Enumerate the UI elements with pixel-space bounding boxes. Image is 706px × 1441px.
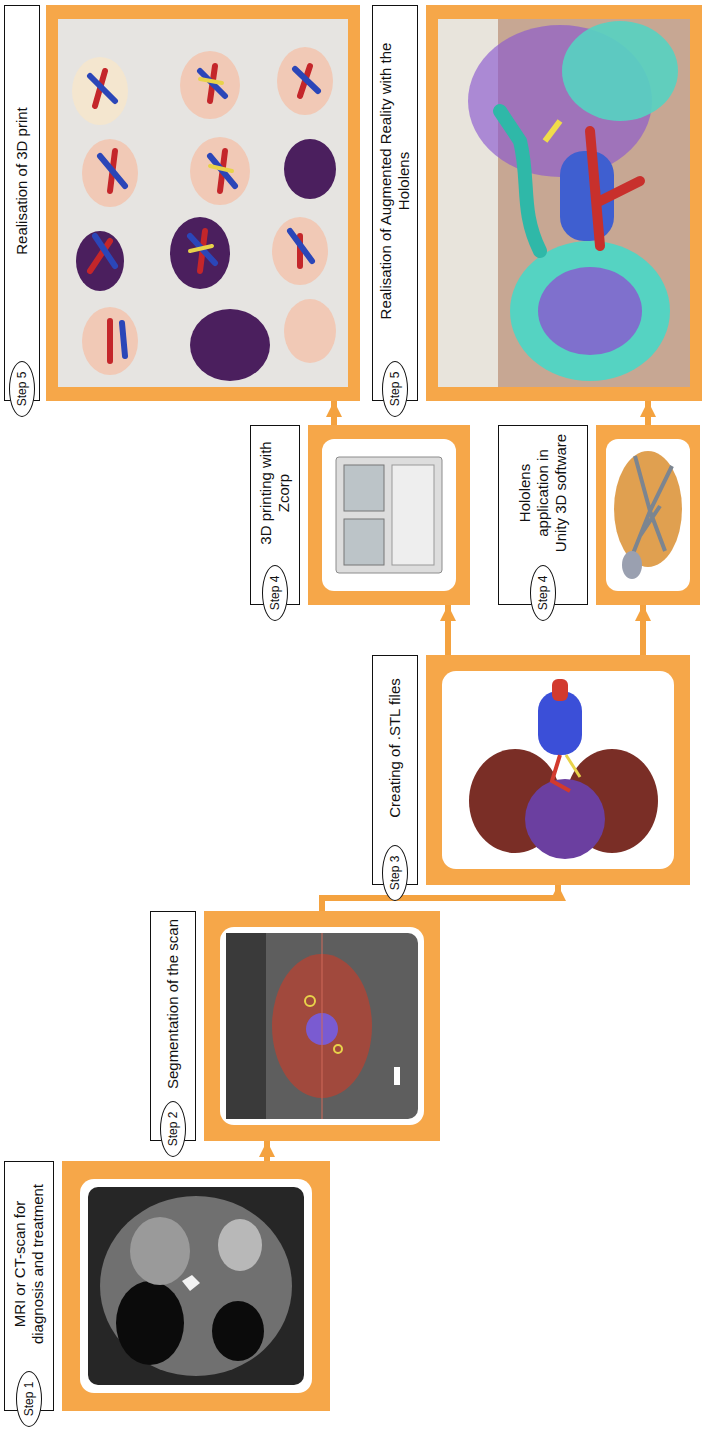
printer-window xyxy=(344,519,384,565)
artery-print xyxy=(90,71,115,361)
panel-ground xyxy=(204,911,440,1141)
step-number: Step 5 xyxy=(15,372,29,407)
panel-ground xyxy=(426,655,690,885)
panel-ground xyxy=(62,1161,330,1411)
stl-panel xyxy=(426,655,690,885)
process-step: MRI or CT-scan for diagnosis and treatme… xyxy=(4,1161,330,1411)
vessel-mark xyxy=(305,996,315,1006)
panel-ground xyxy=(46,5,360,401)
vessel-render xyxy=(630,456,672,561)
image-frame xyxy=(606,439,690,591)
artery-model xyxy=(552,755,570,791)
step-title: 3D printing with Zcorp xyxy=(257,432,293,554)
step-number: Step 5 xyxy=(388,372,402,407)
step-header: Realisation of 3D print xyxy=(4,5,40,401)
crosshair xyxy=(322,933,323,1119)
organ xyxy=(130,1217,190,1285)
ureter-hologram xyxy=(545,121,560,141)
prints-photo-panel xyxy=(46,5,360,401)
vein-print xyxy=(190,69,318,263)
step-title: Creating of .STL files xyxy=(386,678,404,818)
body-section xyxy=(100,1196,292,1376)
image-frame xyxy=(220,927,424,1125)
kidney-prints xyxy=(72,47,336,381)
step-title: Segmentation of the scan xyxy=(164,919,182,1089)
process-step: Creating of .STL filesStep 3 xyxy=(372,655,690,885)
image-frame xyxy=(322,439,456,591)
kidney xyxy=(218,1219,262,1271)
printer-panel xyxy=(308,425,470,605)
step-number: Step 4 xyxy=(268,576,282,611)
kidney-print xyxy=(284,299,336,363)
vertebra xyxy=(182,1275,200,1291)
flow-arrow xyxy=(445,605,451,655)
process-step: Realisation of 3D printStep 5 xyxy=(4,5,360,401)
step-title: Realisation of Augmented Reality with th… xyxy=(377,12,413,350)
step-number: Step 1 xyxy=(22,1382,36,1417)
ureter-model xyxy=(566,755,580,777)
flow-arrow xyxy=(645,401,651,425)
step-badge: Step 5 xyxy=(382,361,408,417)
tumour-hologram xyxy=(538,267,642,355)
process-step: 3D printing with ZcorpStep 4 xyxy=(250,425,470,605)
printer-window xyxy=(344,465,384,511)
ar-photo-panel xyxy=(426,5,702,401)
printer-base xyxy=(392,465,434,565)
flow-arrow xyxy=(264,1141,270,1161)
vessel-mark xyxy=(334,1045,342,1053)
kidney-print xyxy=(284,139,336,199)
scan-image xyxy=(226,933,418,1119)
photo-ground xyxy=(438,19,690,387)
kidney-print xyxy=(190,309,270,381)
step-title: Hololens application in Unity 3D softwar… xyxy=(516,432,570,554)
tumour-render xyxy=(622,551,642,579)
step-number: Step 4 xyxy=(536,576,550,611)
step-badge: Step 2 xyxy=(160,1101,186,1157)
tumour-model xyxy=(525,779,605,859)
artery-hologram xyxy=(590,131,640,246)
step-number: Step 2 xyxy=(166,1112,180,1147)
unity-panel xyxy=(596,425,700,605)
process-step: Realisation of Augmented Reality with th… xyxy=(372,5,702,401)
step-badge: Step 3 xyxy=(382,845,408,901)
scan-image xyxy=(88,1187,304,1385)
kidney-hologram xyxy=(562,21,678,121)
ureter-print xyxy=(190,79,232,251)
vessel-hologram xyxy=(500,111,540,251)
bowel-gas xyxy=(212,1301,264,1361)
kidney-hologram xyxy=(510,241,670,381)
kidney-render xyxy=(614,451,682,567)
ct-scan-panel xyxy=(62,1161,330,1411)
step-badge: Step 5 xyxy=(9,361,35,417)
scan-dark-area xyxy=(226,933,266,1119)
artery-model xyxy=(552,679,568,701)
step-number: Step 3 xyxy=(388,856,402,891)
flow-arrow xyxy=(331,401,337,425)
vessel-prints xyxy=(90,66,318,361)
image-frame xyxy=(442,671,674,869)
process-step: Hololens application in Unity 3D softwar… xyxy=(498,425,700,605)
printer-body xyxy=(336,457,442,573)
flow-arrow xyxy=(640,605,646,655)
step-title: Realisation of 3D print xyxy=(13,107,31,255)
photo-ground xyxy=(58,19,348,387)
flow-arrow xyxy=(322,885,558,911)
bowel-gas xyxy=(116,1281,184,1365)
step-badge: Step 4 xyxy=(530,565,556,621)
process-step: Segmentation of the scanStep 2 xyxy=(150,911,440,1141)
vein-print xyxy=(90,76,125,356)
panel-ground xyxy=(308,425,470,605)
marker xyxy=(394,1067,400,1085)
segmentation-panel xyxy=(204,911,440,1141)
step-title: MRI or CT-scan for diagnosis and treatme… xyxy=(11,1168,47,1360)
step-header: Realisation of Augmented Reality with th… xyxy=(372,5,418,401)
step-badge: Step 1 xyxy=(16,1371,42,1427)
panel-ground xyxy=(596,425,700,605)
panel-ground xyxy=(426,5,702,401)
step-badge: Step 4 xyxy=(262,565,288,621)
image-frame xyxy=(80,1179,312,1393)
